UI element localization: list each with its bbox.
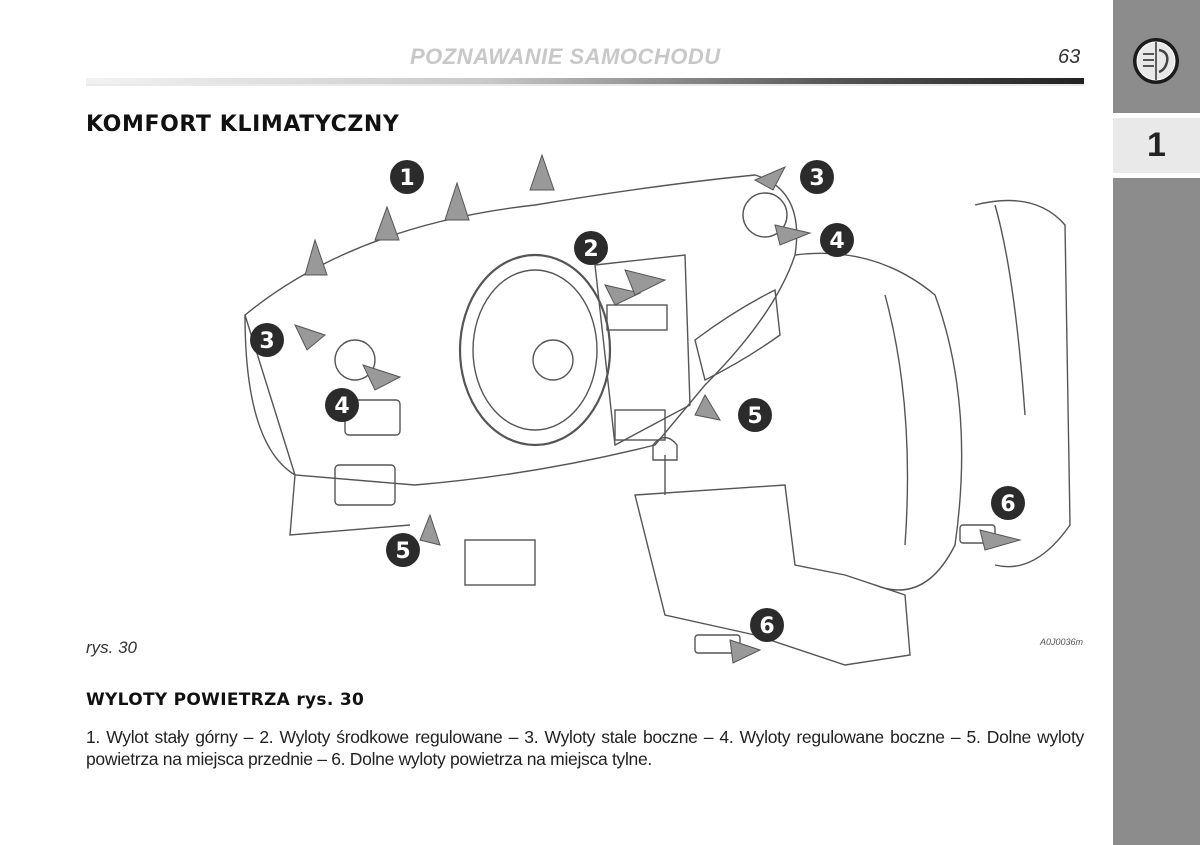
chapter-number: 1 bbox=[1147, 126, 1166, 164]
callout-label: 3 bbox=[259, 329, 274, 354]
subheading: WYLOTY POWIETRZA rys. 30 bbox=[86, 690, 365, 710]
page-number: 63 bbox=[1058, 46, 1081, 68]
callout-label: 3 bbox=[809, 166, 824, 191]
figure-code: A0J0036m bbox=[1040, 637, 1084, 647]
callout-label: 1 bbox=[399, 166, 414, 191]
chapter-box bbox=[1113, 118, 1200, 173]
section-title: KOMFORT KLIMATYCZNY bbox=[86, 112, 400, 137]
callout-label: 6 bbox=[1000, 492, 1015, 517]
body-text: 1. Wylot stały górny – 2. Wyloty środkow… bbox=[86, 727, 1084, 769]
callout-label: 5 bbox=[395, 539, 410, 564]
header-section-title: POZNAWANIE SAMOCHODU bbox=[410, 44, 721, 69]
header-rule-shadow bbox=[86, 84, 1084, 86]
figure-caption: rys. 30 bbox=[86, 638, 138, 657]
dashboard-illustration: 1 2 3 3 4 4 5 5 6 6 bbox=[244, 153, 1071, 666]
callout-label: 2 bbox=[583, 237, 598, 262]
side-separator bbox=[1113, 173, 1200, 178]
header-rule bbox=[86, 78, 1084, 84]
callout-label: 5 bbox=[747, 404, 762, 429]
callout-label: 4 bbox=[334, 394, 349, 419]
callout-label: 4 bbox=[829, 229, 844, 254]
alfa-romeo-logo-icon bbox=[1133, 38, 1179, 84]
side-separator bbox=[1113, 113, 1200, 118]
callout-label: 6 bbox=[759, 614, 774, 639]
